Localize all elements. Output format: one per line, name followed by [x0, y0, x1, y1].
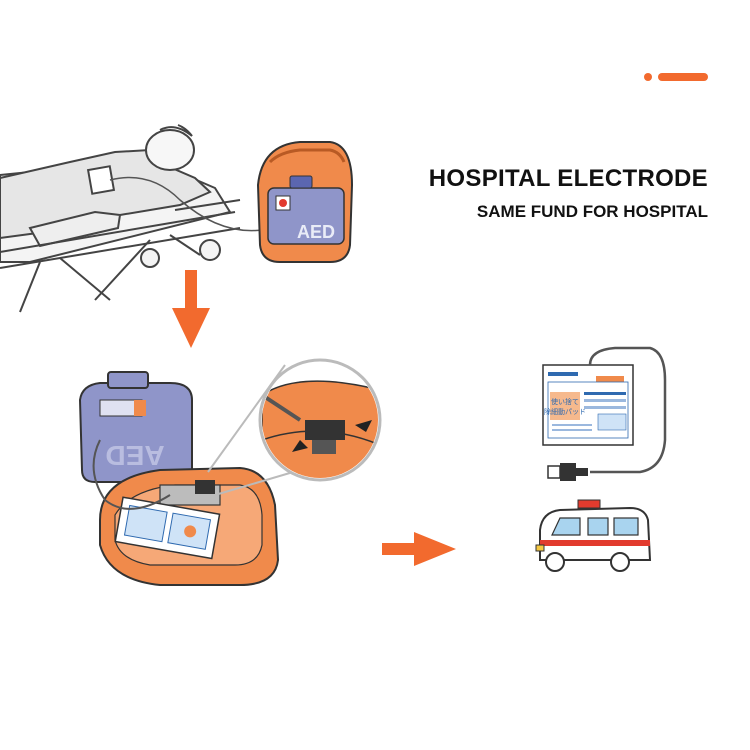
ambulance-icon — [535, 499, 652, 572]
open-aed-case: AED — [78, 371, 280, 586]
pad-text-line2: 除細動パッド — [544, 407, 586, 416]
page-subtitle: SAME FUND FOR HOSPITAL — [476, 202, 708, 221]
page-title: HOSPITAL ELECTRODE — [428, 165, 708, 192]
electrode-pad-package: 使い捨て 除細動パッド — [542, 346, 667, 481]
lid-aed-label: AED — [105, 440, 164, 471]
aed-label: AED — [297, 222, 335, 242]
accent-dot — [644, 73, 652, 81]
aed-device: AED — [256, 141, 354, 263]
stretcher-illustration — [0, 124, 263, 313]
pad-text-line1: 使い捨て — [551, 397, 579, 406]
zoom-detail — [207, 358, 382, 496]
accent-bar — [658, 73, 708, 81]
arrow-right-icon — [382, 532, 456, 566]
arrow-down-icon — [172, 270, 210, 348]
